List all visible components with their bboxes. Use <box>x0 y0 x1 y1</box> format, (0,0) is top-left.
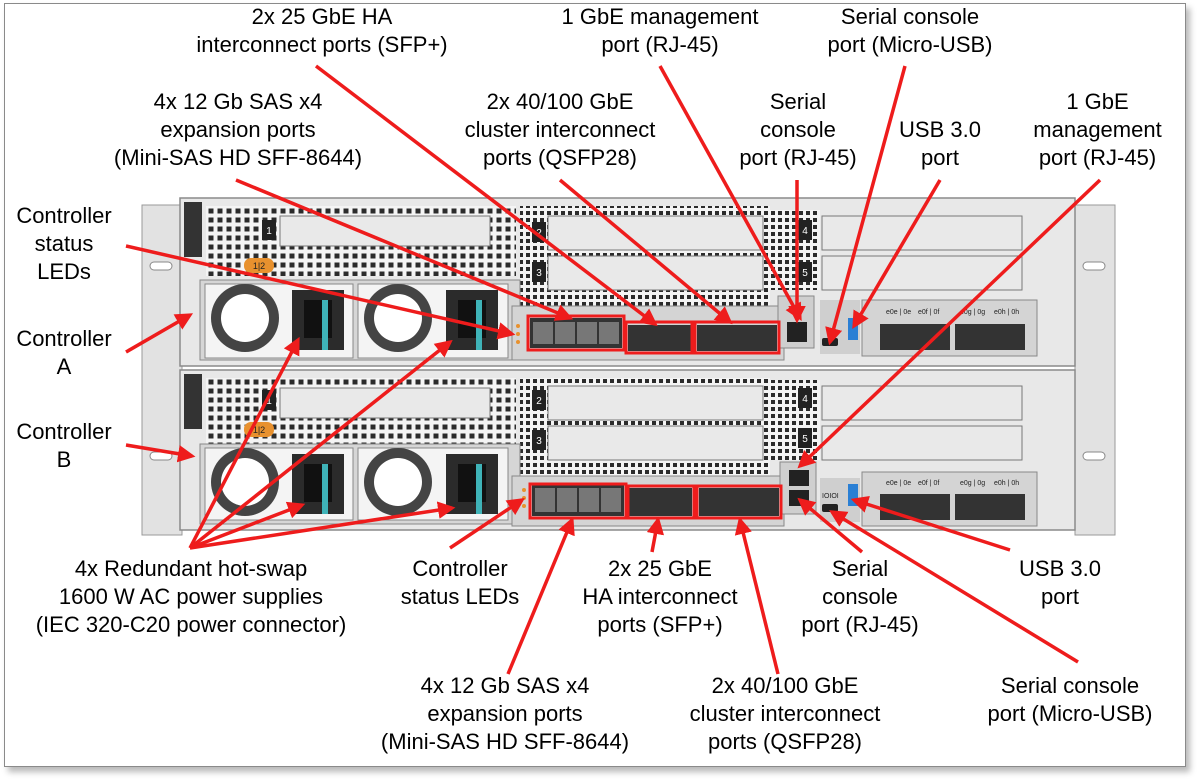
label-top-usb3: USB 3.0 port <box>899 117 981 170</box>
callout-controller-a <box>125 313 194 354</box>
callout-psu-2 <box>188 339 453 550</box>
slot-number-b-3: 3 <box>536 436 542 447</box>
slot-number-a-5: 5 <box>802 268 808 279</box>
slot-number-b-1: 1 <box>266 396 272 407</box>
callout-psu-1 <box>188 336 300 549</box>
label-bottom-psu: 4x Redundant hot-swap 1600 W AC power su… <box>35 556 347 637</box>
highlight-ha-a <box>624 320 694 355</box>
callout-status-leds-b <box>449 498 525 550</box>
port-label-b-e0h: e0h | 0h <box>994 480 1019 487</box>
callout-serial-usb-b <box>829 510 1079 664</box>
label-top-sas: 4x 12 Gb SAS x4 expansion ports (Mini-SA… <box>113 89 363 170</box>
callout-controller-b <box>125 443 196 463</box>
slot-number-b-5: 5 <box>802 434 808 445</box>
label-left-status-leds: Controller status LEDs <box>16 203 112 284</box>
callout-usb3-b <box>850 495 1011 552</box>
slot-number-a-4: 4 <box>802 226 808 237</box>
callout-ha-a <box>314 64 658 327</box>
callout-mgmt-a <box>658 65 802 322</box>
power-supply-b1 <box>204 447 354 521</box>
port-label-a-e0e: e0e | 0e <box>886 309 911 316</box>
svg-text:1|2: 1|2 <box>253 261 265 271</box>
slot-number-a-2: 2 <box>536 228 542 239</box>
callout-mgmt-b <box>797 178 1102 469</box>
power-supply-b2 <box>357 447 509 521</box>
callout-serial-usb-a <box>825 65 907 346</box>
highlight-sas-a <box>526 314 626 352</box>
label-top-ha-ports: 2x 25 GbE HA interconnect ports (SFP+) <box>196 4 448 57</box>
label-bottom-status-leds: Controller status LEDs <box>400 556 520 609</box>
label-bottom-ha-ports: 2x 25 GbE HA interconnect ports (SFP+) <box>582 556 738 637</box>
slot-number-a-1: 1 <box>266 226 272 237</box>
rack-ear-right <box>1074 204 1116 536</box>
callout-psu-3 <box>189 501 306 550</box>
port-label-a-e0f: e0f | 0f <box>918 309 939 316</box>
port-label-a-e0g: e0g | 0g <box>960 309 985 316</box>
label-top-serial-usb: Serial console port (Micro-USB) <box>827 4 993 57</box>
slot-number-b-2: 2 <box>536 396 542 407</box>
callout-sas-a <box>235 178 574 321</box>
label-top-mgmt-2: 1 GbE management port (RJ-45) <box>1033 89 1162 170</box>
label-bottom-sas: 4x 12 Gb SAS x4 expansion ports (Mini-SA… <box>380 673 630 754</box>
callout-cluster-a <box>558 178 733 325</box>
callout-status-leds-a <box>125 244 516 340</box>
port-label-b-e0f: e0f | 0f <box>918 480 939 487</box>
psu-badge-a: 1|2 <box>244 258 274 273</box>
console-label-b: IOIOI <box>822 493 839 500</box>
callout-usb3-a <box>852 179 942 330</box>
power-supply-a1 <box>204 283 354 359</box>
label-bottom-usb3: USB 3.0 port <box>1019 556 1101 609</box>
highlight-cluster-a <box>693 320 781 355</box>
callout-sas-b <box>506 516 575 675</box>
label-top-mgmt-1: 1 GbE management port (RJ-45) <box>561 4 759 57</box>
label-left-controller-b: Controller B <box>16 419 112 472</box>
port-label-b-e0g: e0g | 0g <box>960 480 985 487</box>
power-supply-a2 <box>357 283 509 359</box>
label-bottom-cluster: 2x 40/100 GbE cluster interconnect ports… <box>689 673 881 754</box>
rack-ear-left <box>141 204 183 536</box>
io-module-b <box>511 461 1038 527</box>
callout-cluster-b <box>734 516 780 675</box>
label-bottom-serial-rj45: Serial console port (RJ-45) <box>801 556 919 637</box>
callout-ha-b <box>646 516 665 553</box>
label-top-cluster: 2x 40/100 GbE cluster interconnect ports… <box>464 89 656 170</box>
slot-number-b-4: 4 <box>802 394 808 405</box>
label-left-controller-a: Controller A <box>16 326 112 379</box>
callout-psu-4 <box>189 501 456 550</box>
svg-text:1|2: 1|2 <box>253 425 265 435</box>
label-top-serial-rj45: Serial console port (RJ-45) <box>739 89 857 170</box>
label-bottom-serial-usb: Serial console port (Micro-USB) <box>987 673 1153 726</box>
port-label-b-e0e: e0e | 0e <box>886 480 911 487</box>
slot-number-a-3: 3 <box>536 268 542 279</box>
port-label-a-e0h: e0h | 0h <box>994 309 1019 316</box>
highlight-sas-b <box>528 482 628 520</box>
